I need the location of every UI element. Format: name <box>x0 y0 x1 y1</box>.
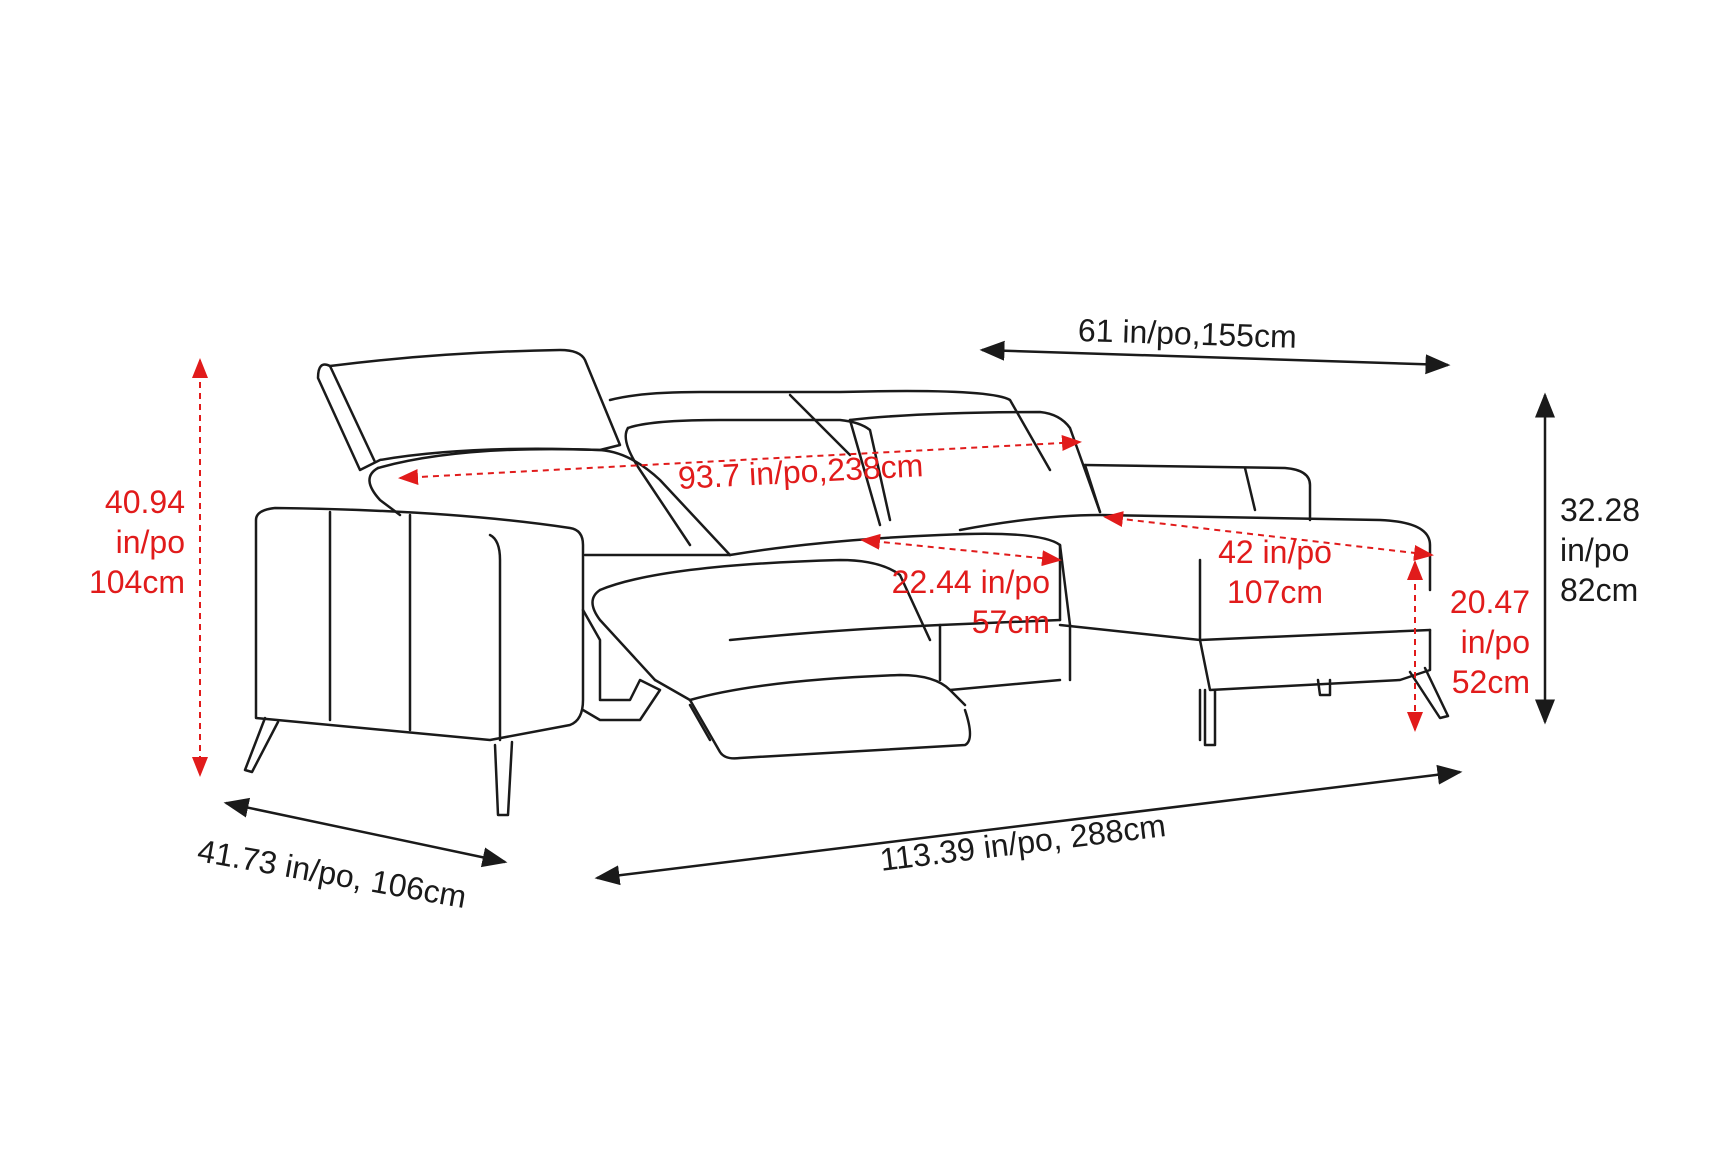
backrest-cushion-left <box>626 418 892 522</box>
rear-backrest <box>608 389 1052 472</box>
seat-height-cm: 52cm <box>1451 664 1530 700</box>
recliner-mechanism <box>581 608 662 722</box>
back-height-unit: in/po <box>1560 532 1630 568</box>
chaise-seat-length-label: 42 in/po 107cm <box>1190 532 1360 612</box>
chaise-seat-length-in: 42 in/po <box>1218 534 1332 570</box>
seat-depth-cm: 57cm <box>971 604 1050 640</box>
chaise-right-leg <box>1408 666 1450 720</box>
seat-depth-line <box>860 533 1062 567</box>
overall-height-value: 40.94 <box>104 484 185 520</box>
overall-height-cm: 104cm <box>88 564 185 600</box>
back-height-value: 32.28 <box>1560 492 1641 528</box>
seat-height-unit: in/po <box>1460 624 1530 660</box>
left-armrest <box>254 506 585 742</box>
overall-height-unit: in/po <box>115 524 185 560</box>
front-left-leg <box>243 716 280 774</box>
seat-depth-label: 22.44 in/po 57cm <box>860 562 1050 642</box>
front-right-leg <box>493 740 514 817</box>
seat-depth-in: 22.44 in/po <box>891 564 1050 600</box>
red-dimension-lines <box>192 358 1434 777</box>
footrest-upper <box>598 558 932 642</box>
footrest-lower <box>688 673 967 707</box>
chaise-front-leg <box>1203 688 1217 747</box>
chaise-back-arm <box>1083 463 1312 522</box>
black-dimension-lines <box>223 340 1555 886</box>
backrest-cushion-right <box>848 410 1102 514</box>
chaise-length-label: 61 in/po,155cm <box>1077 312 1298 355</box>
back-height-label: 32.28 in/po 82cm <box>1560 490 1680 610</box>
seat-height-value: 20.47 <box>1449 584 1530 620</box>
chaise-seat-length-cm: 107cm <box>1226 574 1324 610</box>
seat-width-line <box>398 434 1082 486</box>
seat-height-label: 20.47 in/po 52cm <box>1430 582 1530 702</box>
total-width-line <box>594 764 1463 886</box>
back-height-cm: 82cm <box>1560 572 1639 608</box>
chaise-back-leg <box>1316 678 1332 697</box>
overall-height-label: 40.94 in/po 104cm <box>70 482 185 602</box>
depth-line <box>223 797 508 868</box>
chaise-length-line <box>979 340 1451 375</box>
